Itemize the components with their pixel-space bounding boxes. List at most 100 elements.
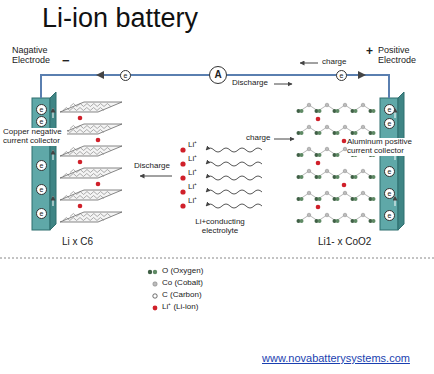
cobalt-atom [307,191,311,195]
negative-collector-plate [32,98,50,230]
oxygen-atom [354,175,358,179]
oxygen-atom [336,109,340,113]
cobalt-atom [361,169,365,173]
graphite-lattice [63,218,104,221]
oxygen-atom [354,197,358,201]
positive-plate-side [398,92,404,230]
cobalt-atom [325,147,329,151]
electron-arrow [358,71,366,79]
oxygen-atom [336,219,340,223]
oxygen-atom [336,197,340,201]
ion-flow-arrow [206,190,262,194]
legend-lithium-sample [153,306,158,311]
electron-symbol: e [384,104,395,115]
cobalt-atom [325,103,329,107]
title: Li-ion battery [42,4,198,34]
electrolyte-label: Li+conducting electrolyte [180,218,260,236]
electron-symbol: e [36,116,47,127]
oxygen-atom [300,175,304,179]
polarity-sign: + [366,45,373,58]
ion-label: Li⁺ [188,197,197,206]
flow-label: Discharge [134,162,170,171]
discharge-arrow [274,84,292,85]
electron-symbol: e [36,160,47,171]
ion-flow-arrow [206,148,262,152]
ammeter-circle: A [209,66,227,84]
oxygen-atom [318,153,322,157]
lithium-ion [316,161,321,166]
website-watermark: www.novabatterysystems.com [262,352,410,364]
legend-text: Li⁺ (Li-ion) [162,303,198,312]
oxygen-atom [300,197,304,201]
electron-symbol: e [36,208,47,219]
collector-label: Copper negative current collector [3,128,67,146]
graphite-lattice [63,174,104,177]
ion-flow-arrow [206,204,262,208]
flow-label: charge [246,134,270,143]
positive-collector-plate [380,98,398,230]
cobalt-atom [343,191,347,195]
flow-label: Discharge [232,79,268,88]
discharge-arrow [140,176,172,177]
cobalt-atom [325,191,329,195]
cobalt-atom [307,125,311,129]
lithium-ion [180,147,185,152]
cobalt-atom [325,169,329,173]
flow-label: charge [322,58,346,67]
cobalt-atom [343,169,347,173]
graphite-lattice [70,104,111,107]
oxygen-atom [318,109,322,113]
electrode-label: Positive Electrode [378,46,430,66]
ion-flow-arrow [206,162,262,166]
oxygen-atom [336,131,340,135]
charge-arrow [300,63,318,64]
oxygen-atom [354,109,358,113]
legend-carbon-sample [153,294,157,298]
lithium-ion [180,175,185,180]
cobalt-atom [361,103,365,107]
electron-symbol: e [384,210,395,221]
ion-label: Li⁺ [188,155,197,164]
graphite-lattice [70,170,111,173]
oxygen-atom [354,131,358,135]
current-arrow [53,150,54,160]
electron-symbol: e [36,184,47,195]
cobalt-atom [307,103,311,107]
current-arrow [53,108,54,118]
lithium-ion [78,204,83,209]
ion-label: Li⁺ [188,183,197,192]
graphite-lattice [70,148,111,151]
lithium-ion [78,160,83,165]
oxygen-atom [372,175,376,179]
graphite-sheet [60,102,122,112]
oxygen-atom [336,175,340,179]
negative-plate-side [50,92,56,230]
material-formula: Li1- x CoO2 [318,236,371,247]
lithium-ion [78,116,83,121]
oxygen-atom [318,131,322,135]
electrode-label: Nagative Electrode [12,46,60,66]
current-arrow [53,196,54,206]
charge-arrow [274,139,294,140]
electron-symbol: e [384,166,395,177]
electron-symbol: e [36,104,47,115]
oxygen-atom [300,153,304,157]
oxygen-atom [318,219,322,223]
lithium-ion [96,138,101,143]
lithium-ion [342,139,347,144]
lithium-ion [316,205,321,210]
cobalt-atom [325,213,329,217]
electron-symbol: e [336,70,347,81]
graphite-sheet [60,168,122,178]
electron-symbol: e [384,118,395,129]
graphite-lattice [63,196,104,199]
graphite-lattice [70,126,111,129]
separator-line [0,258,434,259]
graphite-sheet [60,212,122,222]
legend-text: Co (Cobalt) [162,279,203,288]
legend-oxygen-sample [153,270,157,274]
graphite-lattice [63,108,104,111]
lithium-ion [316,117,321,122]
cobalt-atom [343,213,347,217]
cobalt-atom [361,191,365,195]
